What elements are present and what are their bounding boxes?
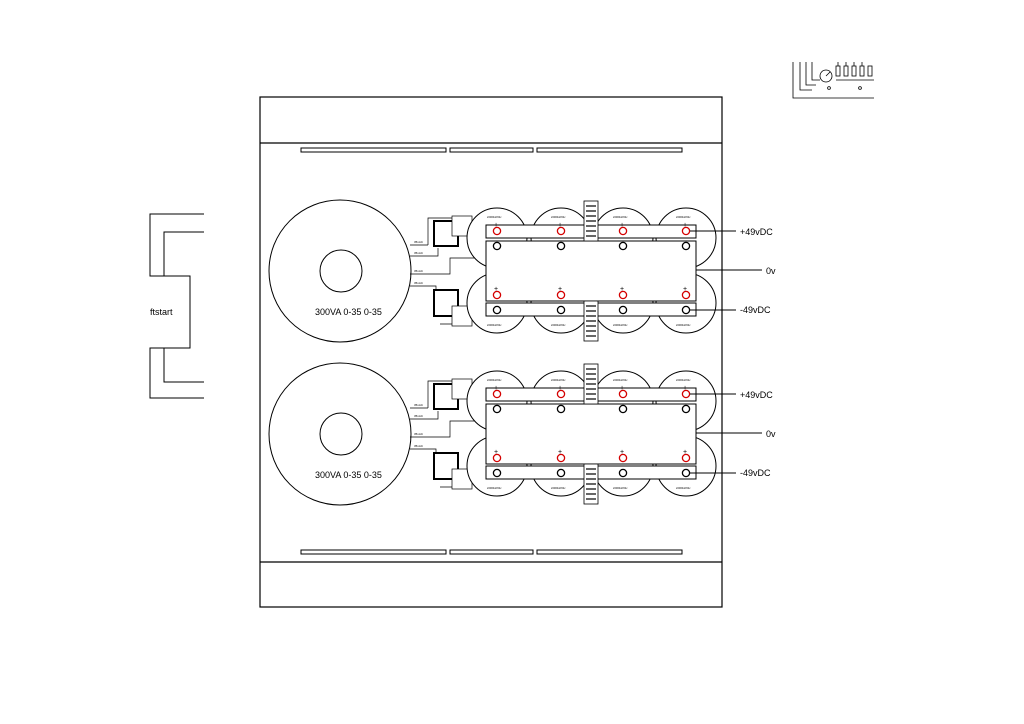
capacitor-label: 22000uF63v xyxy=(551,486,566,490)
plus-marker: + xyxy=(620,222,624,229)
zero-rail-label: 0v xyxy=(766,429,776,439)
wire-label: 35vAC xyxy=(414,444,424,448)
capacitor-label: 22000uF63v xyxy=(487,323,502,327)
plus-marker: + xyxy=(683,222,687,229)
plus-marker: + xyxy=(494,286,498,293)
module-top-labels: 300VA 0-35 0-35 +49vDC 0v -49vDC 35vAC 3… xyxy=(315,215,776,327)
plus-marker: + xyxy=(620,385,624,392)
capacitor-label: 22000uF63v xyxy=(487,486,502,490)
capacitor-label: 22000uF63v xyxy=(676,323,691,327)
pcb-thumbnail xyxy=(792,62,874,99)
plus-marker: + xyxy=(620,449,624,456)
plus-marker: + xyxy=(683,286,687,293)
wire-label: 35vAC xyxy=(414,403,424,407)
psu-module-bottom xyxy=(268,362,763,506)
softstart-board xyxy=(149,213,204,399)
plus-marker: + xyxy=(558,449,562,456)
plus-marker: + xyxy=(494,385,498,392)
capacitor-label: 22000uF63v xyxy=(676,378,691,382)
plus-marker: + xyxy=(620,286,624,293)
negative-rail-label: -49vDC xyxy=(740,468,771,478)
positive-rail-label: +49vDC xyxy=(740,227,773,237)
wire-label: 35vAC xyxy=(414,269,424,273)
negative-rail-label: -49vDC xyxy=(740,305,771,315)
transformer-label: 300VA 0-35 0-35 xyxy=(315,470,382,480)
wire-label: 35vAC xyxy=(414,281,424,285)
capacitor-label: 22000uF63v xyxy=(613,378,628,382)
capacitor-label: 22000uF63v xyxy=(551,215,566,219)
capacitor-label: 22000uF63v xyxy=(676,215,691,219)
capacitor-label: 22000uF63v xyxy=(551,323,566,327)
plus-marker: + xyxy=(558,385,562,392)
plus-marker: + xyxy=(683,449,687,456)
softstart-label: ftstart xyxy=(150,307,173,317)
wire-label: 35vAC xyxy=(414,432,424,436)
capacitor-label: 22000uF63v xyxy=(676,486,691,490)
plus-marker: + xyxy=(558,286,562,293)
capacitor-label: 22000uF63v xyxy=(613,323,628,327)
plus-marker: + xyxy=(494,222,498,229)
plus-marker: + xyxy=(558,222,562,229)
plus-markers: + + + + + + + + + + + + + + + + xyxy=(494,222,687,456)
capacitor-label: 22000uF63v xyxy=(487,215,502,219)
plus-marker: + xyxy=(494,449,498,456)
chassis xyxy=(259,96,723,608)
capacitor-label: 22000uF63v xyxy=(613,215,628,219)
module-bottom-labels: 300VA 0-35 0-35 +49vDC 0v -49vDC 35vAC 3… xyxy=(315,378,776,490)
wire-label: 35vAC xyxy=(414,251,424,255)
positive-rail-label: +49vDC xyxy=(740,390,773,400)
capacitor-label: 22000uF63v xyxy=(613,486,628,490)
capacitor-label: 22000uF63v xyxy=(487,378,502,382)
zero-rail-label: 0v xyxy=(766,266,776,276)
mounting-bars xyxy=(300,147,683,555)
transformer-label: 300VA 0-35 0-35 xyxy=(315,307,382,317)
plus-marker: + xyxy=(683,385,687,392)
wire-label: 35vAC xyxy=(414,240,424,244)
psu-module-top xyxy=(268,199,763,343)
capacitor-label: 22000uF63v xyxy=(551,378,566,382)
wire-label: 35vAC xyxy=(414,414,424,418)
